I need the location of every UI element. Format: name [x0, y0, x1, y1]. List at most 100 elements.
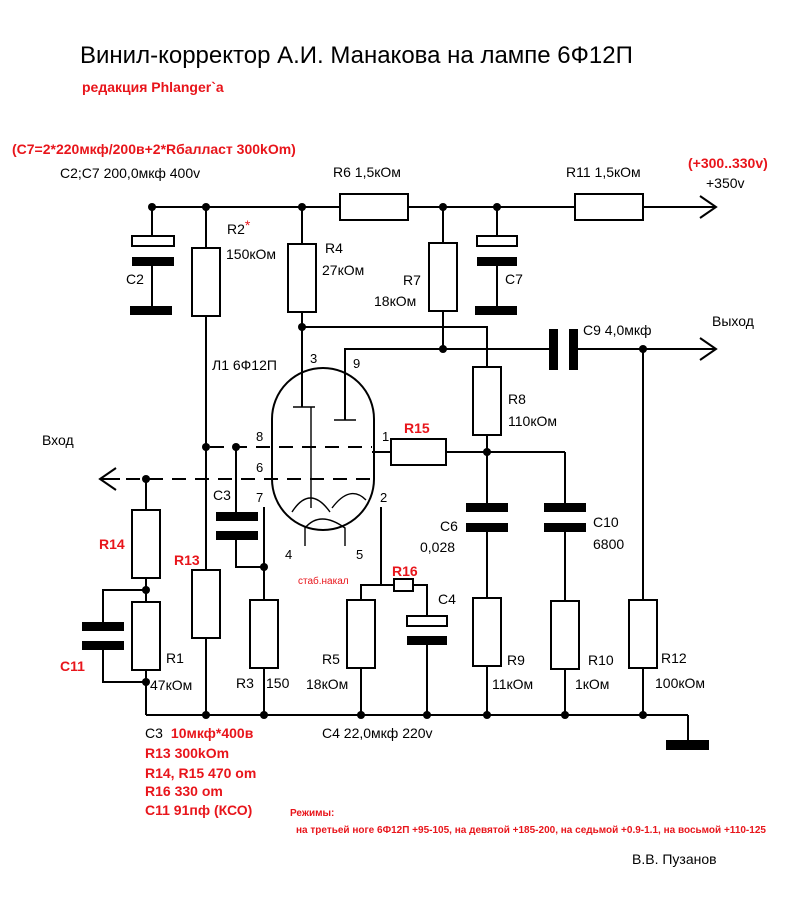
supply-voltage-label: +350v	[706, 175, 745, 191]
r4-value: 27кОм	[322, 262, 364, 278]
schematic-subtitle: редакция Phlanger`a	[82, 79, 224, 95]
junction-dot	[483, 448, 491, 456]
capacitor-c7	[475, 207, 518, 315]
r11-label: R11 1,5кОм	[566, 164, 641, 180]
r9-label: R9	[507, 652, 525, 668]
c4-label: C4	[438, 591, 456, 607]
r9-value: 11кОм	[492, 676, 533, 692]
schematic-title: Винил-корректор А.И. Манакова на лампе 6…	[80, 42, 633, 69]
stab-heater-label: стаб.накал	[298, 575, 349, 587]
r12-label: R12	[661, 650, 687, 666]
junction-dot	[202, 711, 210, 719]
note-r16: R16 330 om	[145, 783, 223, 799]
junction-dot	[423, 711, 431, 719]
c6-label: C6	[440, 518, 458, 534]
pin-6-label: 6	[256, 460, 263, 475]
resistor-r5	[346, 599, 376, 669]
resistor-r13	[191, 569, 221, 639]
r7-value: 18кОм	[374, 293, 416, 309]
junction-dot	[202, 443, 210, 451]
supply-rail	[152, 195, 718, 219]
pin-7-label: 7	[256, 490, 263, 505]
pin-2-label: 2	[380, 490, 387, 505]
pin-9-label: 9	[353, 356, 360, 371]
resistor-r1	[131, 601, 161, 671]
junction-dot	[639, 711, 647, 719]
pin-5-label: 5	[356, 547, 363, 562]
c2-label: C2	[126, 271, 144, 287]
modes-text: на третьей ноге 6Ф12П +95-105, на девято…	[296, 825, 766, 836]
output-arrow	[699, 337, 718, 361]
r2-label: R2*	[227, 217, 251, 237]
junction-dot	[439, 345, 447, 353]
capacitor-c10	[544, 452, 586, 601]
pin-4-label: 4	[285, 547, 292, 562]
junction-dot	[483, 711, 491, 719]
r15-label: R15	[404, 420, 430, 436]
r6-label: R6 1,5кОм	[333, 164, 401, 180]
input-arrow	[98, 467, 117, 491]
input-label: Вход	[42, 432, 74, 448]
resistor-r4	[287, 243, 317, 313]
wire	[360, 584, 381, 600]
resistor-r6	[339, 193, 409, 221]
c10-value: 6800	[593, 536, 624, 552]
resistor-r10	[550, 600, 580, 670]
c6-value: 0,028	[420, 539, 455, 555]
capacitor-c3	[216, 447, 264, 568]
tube-label: Л1 6Ф12П	[212, 357, 277, 373]
r1-value: 47кОм	[150, 677, 192, 693]
r14-label: R14	[99, 536, 125, 552]
c11-label: C11	[60, 658, 85, 674]
r16-label: R16	[392, 563, 418, 579]
r3-value: 150	[266, 675, 290, 691]
r2-value: 150кОм	[226, 246, 276, 262]
resistor-r16	[393, 578, 414, 592]
resistor-r15	[390, 438, 447, 466]
supply-range-label: (+300..330v)	[688, 155, 768, 171]
resistor-r11	[574, 193, 644, 221]
r7-label: R7	[403, 272, 421, 288]
note-r13: R13 300kOm	[145, 745, 229, 761]
r8-label: R8	[508, 391, 526, 407]
r1-label: R1	[166, 650, 184, 666]
junction-dot	[561, 711, 569, 719]
capacitor-c9-plate	[549, 329, 558, 370]
r10-label: R10	[588, 652, 614, 668]
capacitor-c4	[406, 615, 448, 715]
r3-label: R3	[236, 675, 254, 691]
junction-dot	[357, 711, 365, 719]
capacitor-c11	[82, 589, 146, 683]
resistor-r12	[628, 599, 658, 669]
c2-c7-caption: C2;C7 200,0мкф 400v	[60, 165, 200, 181]
capacitor-c2	[130, 207, 175, 315]
resistor-r14	[131, 509, 161, 579]
c7-note: (C7=2*220мкф/200в+2*Rбалласт 300kOm)	[12, 141, 296, 157]
r10-value: 1кОм	[575, 676, 609, 692]
r12-value: 100кОм	[655, 675, 705, 691]
resistor-r8	[472, 366, 502, 436]
pin-8-label: 8	[256, 429, 263, 444]
wire	[344, 348, 549, 420]
r5-label: R5	[322, 651, 340, 667]
c4-note: C4 22,0мкф 220v	[322, 725, 433, 741]
r13-label: R13	[174, 552, 200, 568]
output-label: Выход	[712, 313, 754, 329]
r5-value: 18кОм	[306, 676, 348, 692]
junction-dot	[260, 711, 268, 719]
ground-bus	[146, 714, 709, 750]
capacitor-c6	[466, 503, 508, 598]
resistor-r3	[249, 599, 279, 669]
pin-3-label: 3	[310, 351, 317, 366]
resistor-r9	[472, 597, 502, 667]
resistor-r7	[428, 242, 458, 312]
modes-title: Режимы:	[290, 808, 334, 819]
note-r14-r15: R14, R15 470 om	[145, 765, 256, 781]
c9-label: C9 4,0мкф	[583, 322, 652, 338]
c7-label: C7	[505, 271, 523, 287]
r8-value: 110кОм	[508, 413, 557, 429]
wire	[302, 326, 488, 367]
resistor-r2	[191, 247, 221, 317]
